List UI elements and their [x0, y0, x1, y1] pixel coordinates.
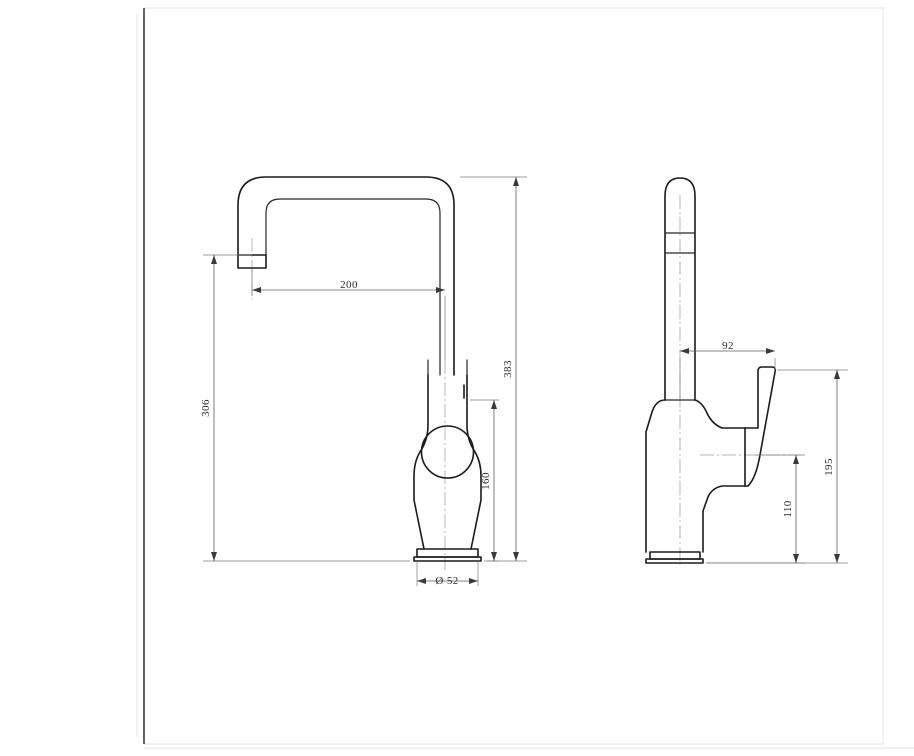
- arrow-306-bottom: [211, 552, 217, 561]
- base-flange: [416, 548, 479, 558]
- dim-label-306: 306: [200, 399, 212, 417]
- side-base-flange: [649, 551, 701, 560]
- ball-joint: [420, 425, 475, 479]
- arrow-92-left: [680, 348, 689, 354]
- dim-label-92: 92: [722, 340, 734, 352]
- arrow-160-top: [491, 400, 497, 409]
- front-elevation-view: [237, 176, 482, 570]
- side-base-footprint: [645, 558, 704, 564]
- base-flange-footprint: [413, 556, 482, 562]
- side-elevation-view: [645, 177, 800, 565]
- dim-label-383: 383: [502, 360, 514, 378]
- arrow-195-bottom: [834, 554, 840, 563]
- dim-label-110: 110: [782, 500, 794, 517]
- arrow-110-top: [793, 455, 799, 464]
- arrow-200-right: [436, 287, 445, 293]
- dim-label-160: 160: [480, 472, 492, 490]
- body-left-profile: [413, 374, 429, 550]
- arrow-383-top: [513, 177, 519, 186]
- arrow-dia-right: [469, 578, 478, 584]
- side-body-left-profile: [645, 399, 666, 553]
- arrow-383-bottom: [513, 552, 519, 561]
- side-spout-column: [664, 177, 696, 401]
- arrow-dia-left: [417, 578, 426, 584]
- arrow-195-top: [834, 370, 840, 379]
- body-right-profile: [466, 374, 482, 550]
- dim-label-base-diameter: Ø 52: [435, 575, 458, 587]
- front-dimensions: 306 383 200 160: [200, 176, 527, 587]
- arrow-306-top: [211, 255, 217, 264]
- spout-inner-profile: [265, 198, 441, 376]
- dim-label-200: 200: [340, 279, 358, 291]
- spout-outer-profile: [237, 176, 455, 376]
- lever-handle: [702, 366, 776, 553]
- arrow-200-left: [252, 287, 261, 293]
- sheet-border: [136, 7, 914, 749]
- arrow-160-bottom: [491, 552, 497, 561]
- arrow-110-bottom: [793, 554, 799, 563]
- arrow-92-right: [766, 348, 775, 354]
- dim-label-195: 195: [823, 458, 835, 476]
- side-dimensions: 92 195 110: [679, 340, 848, 564]
- side-body-right-profile: [694, 399, 746, 429]
